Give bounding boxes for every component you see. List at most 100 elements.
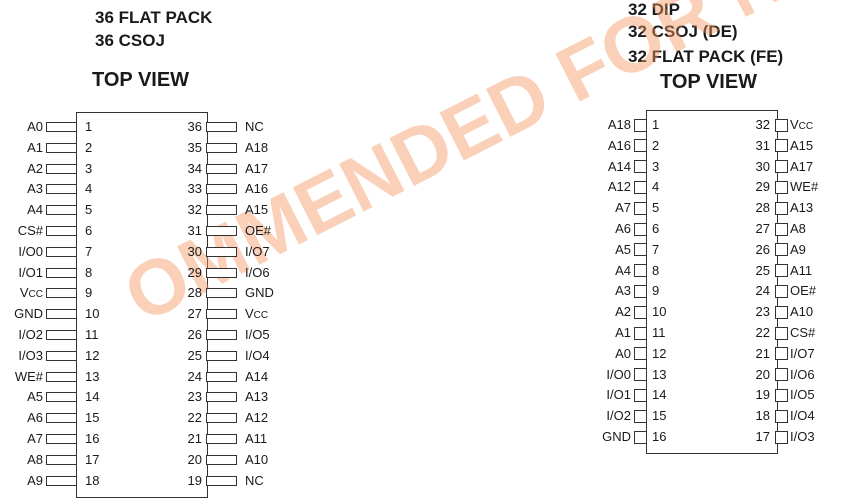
right-package-pin-lead [634, 160, 647, 174]
left-package-pin-number: 28 [187, 285, 202, 301]
left-package-pin-lead [206, 267, 237, 278]
right-package-pin-number: 30 [755, 158, 770, 174]
left-package-pin-name: A11 [245, 431, 268, 446]
left-package-chip-body [76, 112, 208, 498]
left-package-pin-name: I/O1 [18, 264, 43, 280]
right-package-pin-lead [634, 201, 647, 215]
left-package-pin-name: A4 [27, 202, 43, 218]
right-package-pin-number: 32 [755, 117, 770, 132]
right-package-pin-number: 21 [755, 345, 770, 361]
left-package-pin-number: 20 [187, 451, 202, 467]
left-package-pin-number: 4 [85, 181, 93, 197]
left-package-pin-name: A17 [245, 160, 269, 176]
right-package-pin-number: 3 [652, 158, 660, 174]
left-package-heading-2: 36 CSOJ [95, 31, 165, 50]
left-package-pin-name: A1 [27, 139, 43, 155]
left-package-pin-name: I/O4 [245, 347, 270, 363]
left-package-pin-lead [46, 309, 77, 320]
left-package-pin-name: A7 [27, 431, 43, 446]
left-package-pin-number: 3 [85, 160, 93, 176]
right-package-pin-lead [634, 139, 647, 153]
right-package-pin-lead [775, 222, 788, 236]
left-package-pin-number: 36 [187, 119, 202, 134]
right-package-pin-lead [634, 347, 647, 361]
right-package-pin-name: A0 [615, 345, 631, 361]
left-package-pin-lead [206, 163, 237, 174]
right-package-pin-number: 7 [652, 241, 660, 257]
right-package-pin-name: I/O1 [606, 387, 631, 403]
left-package-pin-name: NC [245, 472, 264, 488]
right-package-pin-name: I/O7 [790, 345, 815, 361]
right-package-pin-name: A10 [790, 304, 814, 320]
right-package-pin-name: A12 [607, 179, 631, 195]
left-package-pin-number: 11 [85, 327, 99, 342]
left-package-pin-name: I/O6 [245, 264, 270, 280]
right-package-pin-lead [775, 347, 788, 361]
left-package-pin-lead [206, 413, 237, 424]
right-package-pin-lead [775, 180, 788, 194]
left-package-pin-name: A0 [27, 119, 43, 134]
right-package-pin-name: I/O4 [790, 408, 815, 424]
right-package-pin-lead [775, 409, 788, 423]
left-package-pin-lead [46, 205, 77, 216]
left-package-pin-lead [46, 392, 77, 403]
left-package-pin-name: OE# [245, 223, 272, 238]
right-package-top-view-label: TOP VIEW [660, 71, 758, 93]
right-package-pin-name: A14 [607, 158, 631, 174]
left-package-pin-number: 16 [85, 431, 100, 446]
left-package-pin-name: A6 [27, 410, 43, 426]
right-package-pin-lead [634, 222, 647, 236]
right-package-pin-number: 2 [652, 137, 660, 153]
right-package-pin-name: I/O5 [790, 387, 815, 403]
right-package-pin-name: CS# [790, 325, 816, 340]
right-package-pin-lead [634, 388, 647, 402]
right-package-pin-lead [775, 118, 788, 132]
left-package-pin-lead [206, 184, 237, 195]
right-package-pin-name: A13 [790, 200, 814, 216]
left-package-pin-name: I/O5 [245, 327, 270, 342]
right-package-heading-3: 32 FLAT PACK (FE) [628, 47, 784, 66]
left-package-pin-lead [46, 288, 77, 299]
left-package-pin-number: 12 [85, 347, 100, 363]
left-package-pin-lead [46, 184, 77, 195]
right-package-pin-name: I/O3 [790, 429, 815, 444]
left-package-heading-1: 36 FLAT PACK [95, 8, 213, 27]
left-package-pin-number: 21 [187, 431, 202, 446]
right-package-heading-1: 32 DIP [628, 0, 680, 19]
right-package-pin-lead [634, 264, 647, 278]
left-package-pin-name: CS# [17, 223, 43, 238]
left-package-pin-name: A2 [27, 160, 43, 176]
left-package-pin-number: 1 [85, 119, 93, 134]
right-package-pin-lead [775, 243, 788, 257]
left-package-pin-name: GND [14, 306, 43, 322]
left-package-pin-name: VCC [19, 285, 43, 301]
right-package-pin-name: A18 [607, 117, 631, 132]
left-package-pin-lead [46, 475, 77, 486]
left-package-pin-lead [206, 246, 237, 257]
left-package-pin-name: I/O3 [18, 347, 43, 363]
left-package-pin-number: 22 [187, 410, 202, 426]
left-package-pin-name: VCC [245, 306, 269, 322]
right-package-pin-name: A3 [615, 283, 631, 299]
left-package-pin-lead [206, 122, 237, 132]
right-package-pin-number: 29 [755, 179, 770, 195]
right-package-chip-body [646, 110, 778, 454]
left-package-pin-lead [206, 288, 237, 299]
right-package-pin-name: A17 [790, 158, 814, 174]
right-package-pin-name: OE# [790, 283, 817, 299]
left-package-pin-name: GND [245, 285, 274, 301]
right-package-pin-name: A1 [615, 325, 631, 340]
right-package-pin-name: A6 [615, 221, 631, 236]
left-package-pin-name: A16 [245, 181, 269, 197]
left-package-pin-number: 35 [187, 139, 202, 155]
left-package-pin-number: 30 [187, 243, 202, 259]
right-package-pin-number: 23 [755, 304, 770, 320]
left-package-pin-name: A13 [245, 389, 269, 405]
right-package-pin-name: A5 [615, 241, 631, 257]
right-package-pin-number: 28 [755, 200, 770, 216]
left-package-pin-lead [46, 226, 77, 236]
left-package-pin-lead [206, 205, 237, 216]
left-package-pin-lead [46, 434, 77, 444]
right-package-pin-lead [634, 409, 647, 423]
left-package-pin-lead [46, 454, 77, 465]
